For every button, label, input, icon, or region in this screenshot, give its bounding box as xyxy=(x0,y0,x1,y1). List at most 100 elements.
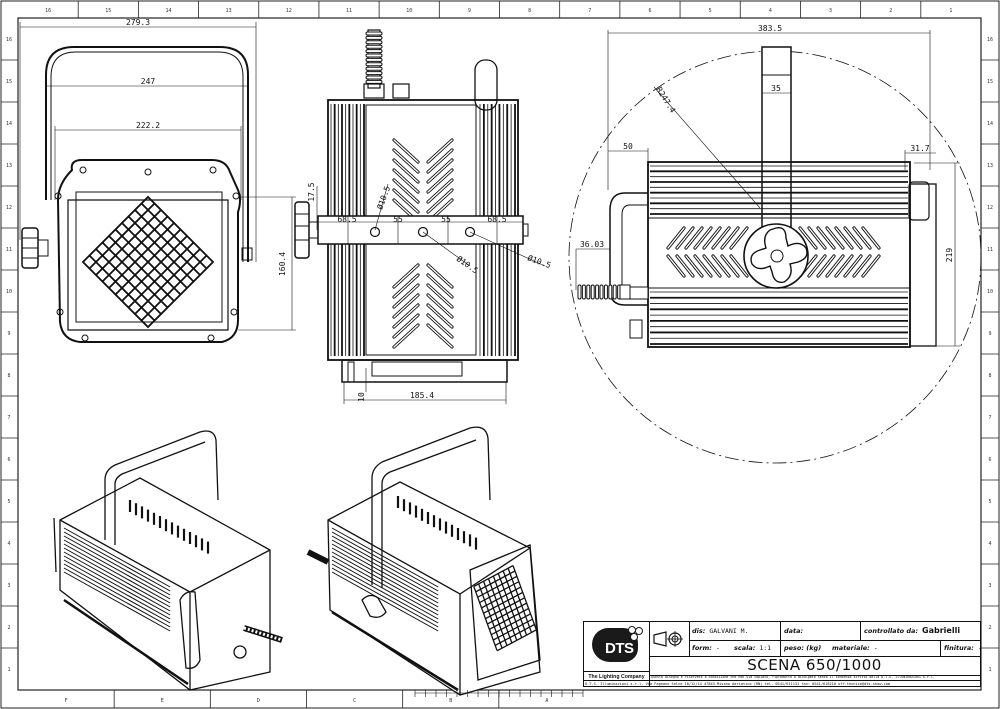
ruler-label-bottom: D xyxy=(257,698,260,704)
gland-rib xyxy=(365,40,383,45)
finish-field: finitura:- xyxy=(941,640,985,656)
cooling-fin xyxy=(331,547,439,608)
ruler-label-top: 9 xyxy=(468,8,471,14)
gland-rib xyxy=(612,284,617,300)
ruler-label-top: 11 xyxy=(346,8,352,14)
gland-rib xyxy=(365,66,383,71)
gland-rib xyxy=(590,284,595,300)
ruler-label-left: 9 xyxy=(7,331,10,337)
title-block: DTS The Lighting Company dis:GALVANI M. … xyxy=(583,621,982,687)
ruler-label-bottom: C xyxy=(353,698,356,704)
side-view xyxy=(568,30,982,464)
gland-rib xyxy=(365,57,383,62)
cooling-fin xyxy=(63,571,171,632)
gland-rib xyxy=(365,71,383,76)
ruler-label-bottom: A xyxy=(545,698,548,704)
front-view-dimensions: 279.3 247 222.2 160.4 xyxy=(126,18,287,276)
scale-field: scala:1:1 xyxy=(731,640,781,656)
ruler-label-top: 3 xyxy=(829,8,832,14)
dim-swing-radius: R247.4 xyxy=(654,85,677,114)
gland-rib xyxy=(365,35,383,40)
cooling-fin xyxy=(63,551,171,612)
cooling-fin xyxy=(331,527,439,588)
projection-symbol-cell xyxy=(649,622,690,657)
finish-label: finitura: xyxy=(944,644,974,652)
dim-hole-diameter-1: Ø10.5 xyxy=(374,184,392,210)
cooling-fin xyxy=(63,539,171,600)
ruler-label-left: 8 xyxy=(7,373,10,379)
title-block-row-2: form:- scala:1:1 peso: (kg) materiale:- … xyxy=(689,640,982,657)
gland-rib xyxy=(586,284,591,300)
ruler-label-top: 6 xyxy=(648,8,651,14)
weight-label: peso: (kg) xyxy=(784,644,822,652)
ruler-label-left: 10 xyxy=(6,289,12,295)
gland-rib xyxy=(595,284,600,300)
dim-frame-height: 160.4 xyxy=(278,252,287,276)
dts-logo: DTS xyxy=(592,628,638,662)
ruler-label-right: 4 xyxy=(988,541,991,547)
ruler-label-left: 11 xyxy=(6,247,12,253)
ruler-label-top: 1 xyxy=(949,8,952,14)
ruler-label-top: 7 xyxy=(588,8,591,14)
isometric-view-front xyxy=(306,426,541,696)
ruler-label-left: 15 xyxy=(6,79,12,85)
cooling-fin xyxy=(331,571,439,632)
gland-rib xyxy=(608,284,613,300)
ruler-label-top: 15 xyxy=(105,8,111,14)
gland-rib xyxy=(365,31,383,36)
cooling-fin xyxy=(331,567,439,628)
ruler-label-left: 16 xyxy=(6,37,12,43)
drawn-by-field: dis:GALVANI M. xyxy=(689,622,781,640)
front-view xyxy=(19,22,296,343)
ruler-label-right: 14 xyxy=(987,121,993,127)
ruler-label-right: 15 xyxy=(987,79,993,85)
dim-front-frame-width: 222.2 xyxy=(136,121,160,130)
dim-handle-depth: 50 xyxy=(623,142,633,151)
ruler-label-right: 10 xyxy=(987,289,993,295)
dim-cable-gland-offset: 36.03 xyxy=(580,240,604,249)
cooling-fin xyxy=(63,527,171,588)
drawn-by-value: GALVANI M. xyxy=(709,627,749,635)
cooling-fin xyxy=(63,543,171,604)
ruler-label-right: 16 xyxy=(987,37,993,43)
gland-rib xyxy=(603,284,608,300)
cooling-fin xyxy=(331,555,439,616)
dim-hole-spacing-outer-left: 68.5 xyxy=(337,215,356,224)
top-view xyxy=(294,29,546,404)
dim-overall-length: 383.5 xyxy=(758,24,782,33)
dim-overall-width: 279.3 xyxy=(126,18,150,27)
ruler-label-top: 13 xyxy=(226,8,232,14)
cooling-fin xyxy=(331,531,439,592)
ruler-label-left: 7 xyxy=(7,415,10,421)
cooling-fin xyxy=(331,559,439,620)
scale-label: scala: xyxy=(734,644,756,652)
ruler-label-bottom: B xyxy=(449,698,452,704)
ruler-label-left: 14 xyxy=(6,121,12,127)
scale-bar xyxy=(414,690,584,697)
dim-yoke-width: 247 xyxy=(141,77,156,86)
drawing-title: SCENA 650/1000 xyxy=(649,656,980,676)
material-field: materiale:- xyxy=(829,640,941,656)
ruler-label-left: 5 xyxy=(7,499,10,505)
gland-rib xyxy=(365,79,383,84)
dim-hole-diameter-3: Ø10.5 xyxy=(526,252,552,270)
ruler-label-right: 11 xyxy=(987,247,993,253)
ruler-label-left: 1 xyxy=(7,667,10,673)
ruler-label-right: 2 xyxy=(988,625,991,631)
dim-knob-offset: 17.5 xyxy=(307,182,316,201)
logo-text: DTS xyxy=(605,640,634,657)
cooling-fin xyxy=(63,547,171,608)
material-value: - xyxy=(873,644,878,652)
dim-base-width: 185.4 xyxy=(410,391,434,400)
ruler-label-right: 6 xyxy=(988,457,991,463)
title-block-row-1: dis:GALVANI M. data: controllato da:Gabr… xyxy=(689,622,980,641)
format-value: - xyxy=(715,644,720,652)
ruler-label-right: 7 xyxy=(988,415,991,421)
cooling-fin xyxy=(331,563,439,624)
ruler-label-top: 2 xyxy=(889,8,892,14)
front-lens-grid xyxy=(81,195,215,329)
ruler-label-right: 12 xyxy=(987,205,993,211)
cooling-fin xyxy=(63,555,171,616)
gland-rib xyxy=(365,49,383,54)
